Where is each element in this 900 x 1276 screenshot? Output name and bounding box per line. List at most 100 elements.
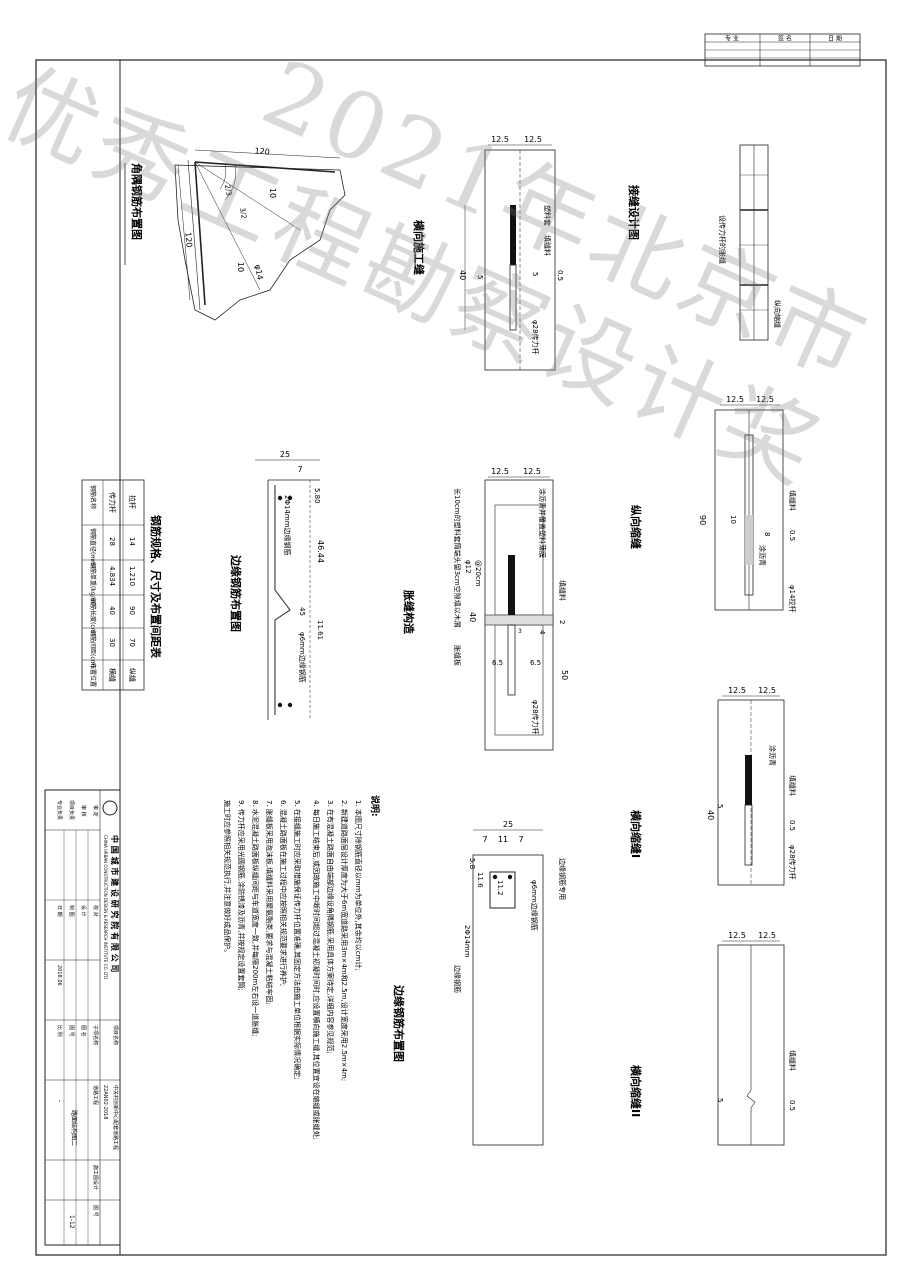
edge1-dim-45: 45: [298, 607, 306, 616]
company-name-en: CHINA URBAN CONSTRUCTION DESIGN & RESEAR…: [103, 835, 108, 979]
tb-number-value-label: 图 号: [92, 1205, 98, 1217]
cj1-dim-40: 40: [458, 270, 467, 280]
cj1-title: 横向施工缝: [412, 220, 426, 275]
edge2-dim-58: 5.8: [468, 858, 476, 869]
company-logo: [102, 800, 118, 816]
edge1-dim-7: 7: [297, 465, 302, 474]
expan-label-dowel: φ28传力杆: [531, 700, 540, 735]
expan-title: 胀缝构造: [402, 590, 416, 635]
rebar-cell: 14: [128, 537, 136, 546]
tb-scale: -: [56, 1100, 63, 1102]
notes-item: 5. 在接缝施工时应采取措施保证传力杆位置准确,其固定方法由施工单位根据实际情况…: [293, 800, 302, 1080]
rebar-table: 钢筋名称 钢筋直径(mm) 钢筋单重(kg/m) 钢筋长度(cm) 钢筋间距(c…: [81, 479, 163, 691]
zxsf-label-tiebar: φ14拉杆: [788, 585, 797, 613]
corner-dim-10-a: 10: [268, 188, 277, 198]
zxsf-title: 纵向缩缝: [629, 505, 643, 549]
rebar-cell: 拉杆: [128, 495, 137, 509]
tb-label: 日 期: [56, 905, 62, 917]
expan-label-filler: 填缝料: [558, 580, 567, 601]
expan-dim-40: 40: [468, 612, 477, 622]
zxsf-label-filler: 填缝料: [788, 490, 797, 511]
tb-date: 2018.06: [56, 965, 62, 986]
cj1-dim-a: 12.5: [491, 135, 509, 144]
zxsf-dim-05: 0.5: [788, 530, 796, 541]
edge2-label-main: 2Φ14mm: [463, 925, 471, 958]
expan-dim-4: 4: [538, 630, 546, 635]
expan-dim-50: 50: [560, 670, 569, 680]
hxs1-label-asphalt: 涂沥青: [768, 745, 777, 766]
jf-label-expansion: 设传力杆的胀缝: [718, 215, 727, 264]
expan-label-asphalt: 涂沥青并覆盖塑料薄膜: [538, 488, 547, 558]
corner-dim-phi14: φ14: [253, 264, 265, 281]
transverse-contraction-joint-1: 12.5 12.5 40 5 0.5 涂沥青 填缝料 φ28传力杆 横向缩缝I: [629, 686, 797, 886]
rebar-cell: 40: [108, 606, 116, 615]
hxs2-dim-05: 0.5: [788, 1100, 796, 1111]
tb-number-label: 图 号: [68, 1025, 74, 1037]
edge1-title: 边缘钢筋布置图: [229, 554, 243, 632]
rebar-cell: 4.834: [108, 566, 116, 587]
expan-dim-2: 2: [558, 620, 566, 624]
notes-item: 8. 水泥混凝土路面板纵缝间距与车道宽度一致,并每隔200m左右设一道胀缝;: [251, 800, 260, 1037]
notes-title: 说明:: [369, 795, 381, 817]
rebar-cell: 70: [128, 638, 136, 647]
notes-item: 9. 传力杆应采用光圆钢筋,涂防锈漆及沥青,并按规定设置套筒;: [237, 800, 246, 991]
design-notes: 说明: 1. 本图尺寸除钢筋直径以mm为单位外,其余均以cm计; 2. 新建道路…: [223, 795, 381, 1140]
tb-label: 校 对: [92, 905, 99, 917]
corner-dim-ratio-b: 3/2: [238, 207, 248, 219]
corner-dim-120-left: 120: [183, 232, 193, 248]
hxs1-label-filler: 填缝料: [788, 775, 797, 796]
corner-dim-10-b: 10: [236, 262, 245, 272]
rebar-title: 钢筋规格、尺寸及布置间距表: [149, 515, 163, 659]
header-col-major: 专 业: [725, 35, 739, 43]
tb-drawing-label: 图 名: [80, 1025, 87, 1037]
edge2-dim-7b: 7: [518, 835, 523, 844]
cj1-label-sleeve: 塑料套: [543, 205, 552, 226]
sheet-border: [35, 59, 887, 1256]
edge1-label-stirrup: φ6mm边缘钢筋: [298, 632, 307, 683]
edge2-dim-112: 11.2: [496, 880, 504, 896]
expan-label-phi12: φ12: [464, 560, 472, 574]
tb-label: 专业负责: [56, 800, 63, 820]
zxsf-dim-10: 10: [729, 515, 737, 524]
rebar-th-name: 钢筋名称: [89, 485, 97, 509]
expan-label-board: 胀缝板: [453, 645, 462, 666]
edge2-dim-116: 11.6: [476, 872, 484, 888]
hxs1-dim-b: 12.5: [758, 686, 776, 695]
notes-item: 施工时应参照相关规范执行,并注意做好成品保护。: [223, 800, 232, 956]
cj1-dim-05: 0.5: [556, 270, 564, 281]
tb-project-label: 项目名称: [112, 1025, 119, 1045]
cj1-dim-b: 12.5: [524, 135, 542, 144]
tb-project: 中关村创新中心配套道路工程: [112, 1085, 119, 1150]
transverse-contraction-joint-2: 12.5 12.5 5 0.5 填缝料 横向缩缝II: [629, 931, 797, 1146]
corner-dim-120-top: 120: [254, 146, 270, 156]
rebar-th-location: 布置位置: [89, 663, 97, 687]
edge-rebar-detail-2: 25 7 11 7 5.8 11.6 11.2 边缘钢筋专用 φ6mm边缘钢筋 …: [392, 820, 567, 1146]
edge2-label-stirrup: φ6mm边缘钢筋: [530, 880, 539, 931]
zxsf-dim-90: 90: [698, 515, 707, 525]
edge1-dim-580: 5.80: [313, 488, 321, 504]
edge1-label-main: 2Φ14mm边缘钢筋: [283, 495, 292, 556]
zxsf-label-asphalt: 涂沥青: [758, 545, 767, 566]
rebar-th-diameter: 钢筋直径(mm): [89, 528, 97, 568]
cj1-dim-5a: 5: [476, 275, 484, 279]
zxsf-dim-a: 12.5: [726, 395, 744, 404]
corner-dim-ratio-a: 2/3: [223, 184, 233, 196]
tb-sub-label: 子项名称: [92, 1025, 99, 1045]
hxs1-dim-a: 12.5: [728, 686, 746, 695]
rebar-cell: 30: [108, 638, 116, 647]
signature-table: 专 业 签 名 日 期: [704, 33, 861, 67]
tb-label: 审 定: [92, 805, 99, 817]
edge1-dim-25: 25: [280, 450, 290, 459]
hxs2-title: 横向缩缝II: [629, 1065, 643, 1117]
edge1-dim-4644: 46.44: [316, 540, 325, 563]
rebar-cell: 传力杆: [108, 492, 117, 513]
longitudinal-contraction-joint: 12.5 12.5 90 10 8 0.5 填缝料 涂沥青 φ14拉杆 纵向缩缝: [629, 395, 797, 613]
tb-drawing: 路面结构图二: [70, 1110, 78, 1146]
tb-label: 项目负责: [68, 800, 75, 820]
rebar-cell: 纵缝: [128, 668, 137, 682]
expan-label-spacing: @20cm: [474, 560, 482, 587]
tb-scale-label: 比 例: [56, 1025, 63, 1037]
hxs2-label-filler: 填缝料: [788, 1050, 797, 1071]
notes-item: 6. 混凝土路面板在施工过程中应按照相关规范要求进行养护;: [279, 800, 288, 986]
